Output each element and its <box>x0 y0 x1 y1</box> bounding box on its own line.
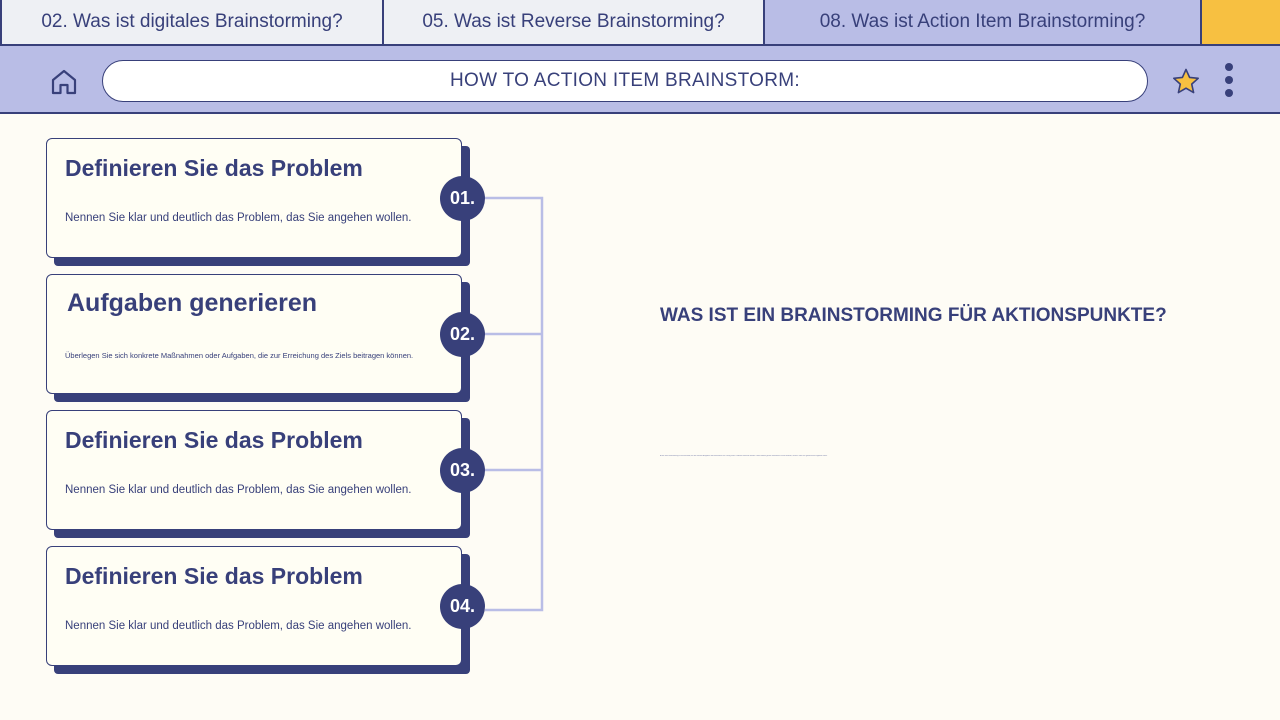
step-title: Definieren Sie das Problem <box>65 155 363 181</box>
step-description: Nennen Sie klar und deutlich das Problem… <box>65 484 412 496</box>
favorite-button[interactable] <box>1170 66 1202 98</box>
step-card-2: Aufgaben generieren Überlegen Sie sich k… <box>46 274 470 402</box>
step-description: Nennen Sie klar und deutlich das Problem… <box>65 620 412 632</box>
step-number-badge: 04. <box>440 584 485 629</box>
step-description: Nennen Sie klar und deutlich das Problem… <box>65 212 412 224</box>
step-description: Überlegen Sie sich konkrete Maßnahmen od… <box>65 351 414 360</box>
step-number-badge: 03. <box>440 448 485 493</box>
star-icon <box>1173 68 1199 94</box>
step-card-4: Definieren Sie das Problem Nennen Sie kl… <box>46 546 470 674</box>
tab-action-item-brainstorming[interactable]: 08. Was ist Action Item Brainstorming? <box>763 0 1202 46</box>
card-body: Definieren Sie das Problem Nennen Sie kl… <box>46 546 462 666</box>
tab-bar: 02. Was ist digitales Brainstorming? 05.… <box>0 0 1280 48</box>
step-title: Definieren Sie das Problem <box>65 427 363 453</box>
tab-digital-brainstorming[interactable]: 02. Was ist digitales Brainstorming? <box>0 0 384 46</box>
home-icon <box>51 69 77 95</box>
tab-reverse-brainstorming[interactable]: 05. Was ist Reverse Brainstorming? <box>382 0 765 46</box>
card-body: Definieren Sie das Problem Nennen Sie kl… <box>46 410 462 530</box>
more-vertical-icon <box>1225 63 1233 97</box>
page-title: HOW TO ACTION ITEM BRAINSTORM: <box>102 60 1148 102</box>
tab-accent-block <box>1202 0 1280 46</box>
card-body: Definieren Sie das Problem Nennen Sie kl… <box>46 138 462 258</box>
card-body: Aufgaben generieren Überlegen Sie sich k… <box>46 274 462 394</box>
header-bar: HOW TO ACTION ITEM BRAINSTORM: <box>0 46 1280 114</box>
step-number-badge: 01. <box>440 176 485 221</box>
step-number-badge: 02. <box>440 312 485 357</box>
step-card-3: Definieren Sie das Problem Nennen Sie kl… <box>46 410 470 538</box>
more-options-button[interactable] <box>1218 62 1240 100</box>
step-connector-lines <box>485 196 544 612</box>
info-heading: WAS IST EIN BRAINSTORMING FÜR AKTIONSPUN… <box>660 305 1167 326</box>
step-title: Definieren Sie das Problem <box>65 563 363 589</box>
step-title: Aufgaben generieren <box>67 289 318 317</box>
info-body: Action Item Brainstorming ist eine Metho… <box>660 456 828 457</box>
home-button[interactable] <box>48 66 80 98</box>
step-card-1: Definieren Sie das Problem Nennen Sie kl… <box>46 138 470 266</box>
